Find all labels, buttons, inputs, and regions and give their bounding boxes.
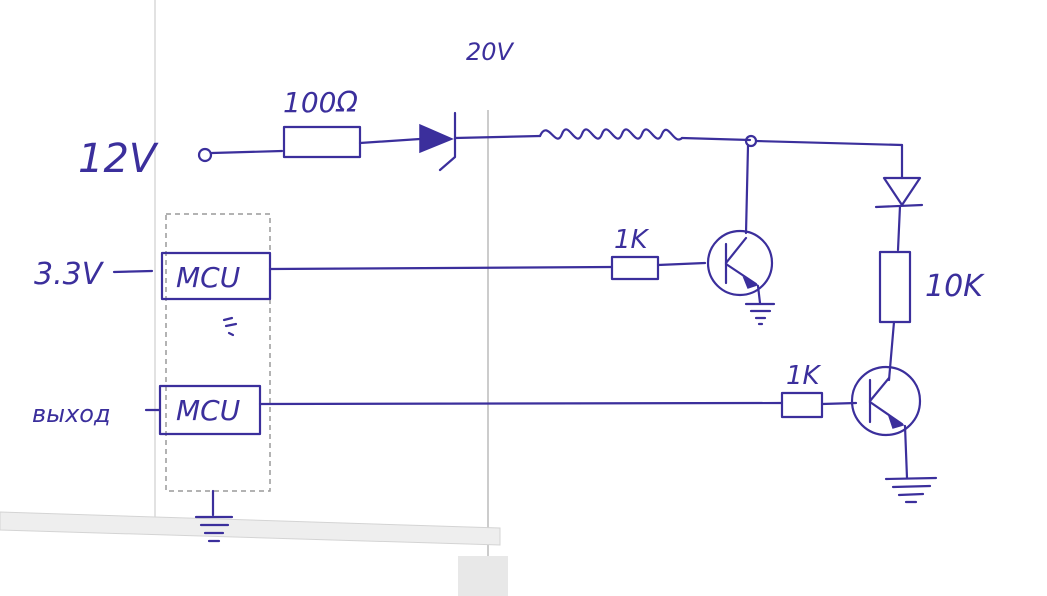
wire-r1k-to-q2-base [820, 401, 858, 406]
transistor-q2-circle [850, 365, 922, 437]
transistor-q1-emitter [724, 262, 758, 286]
transistor-q1-collector [724, 236, 748, 265]
mcu-bottom-label: MCU [176, 394, 240, 427]
ground-mcu-symbol [194, 515, 234, 543]
transistor-q1-circle [706, 229, 774, 297]
resistor-10k-body [878, 250, 912, 324]
right-diode-triangle [882, 176, 922, 207]
wire-12v-to-r100 [210, 149, 284, 155]
coil-inductor [538, 128, 684, 141]
wire-r1k-to-q1-base [656, 261, 707, 267]
resistor-100-body [282, 125, 362, 159]
wire-junction-to-diode [754, 139, 904, 147]
wire-coil-to-junction [680, 136, 752, 142]
wire-mcu-bottom-to-r1k [258, 401, 784, 406]
paper-edge-strip [0, 511, 501, 546]
supply-12v-label: 12V [78, 136, 159, 182]
wire-r10k-to-q2-collector [887, 320, 896, 382]
wire-q2-to-ground [903, 424, 909, 480]
wire-diode-to-r10k [896, 204, 902, 252]
mcu-top-label: MCU [176, 261, 240, 294]
supply-3v3-label: 3.3V [34, 257, 105, 292]
transistor-q1-arrow [742, 276, 759, 289]
mcu-dashed-enclosure [165, 213, 271, 492]
wire-r100-to-zener [358, 137, 422, 145]
resistor-10k-label: 10K [925, 269, 985, 304]
wire-3v3-to-mcu [112, 269, 154, 274]
transistor-q2-arrow [887, 414, 905, 429]
resistor-1k-bottom-label: 1K [786, 361, 822, 391]
wire-junction-to-q1-collector [744, 144, 750, 235]
resistor-1k-bottom-body [780, 391, 824, 419]
paper-artifacts [0, 0, 508, 596]
wire-q1-to-ground [756, 284, 762, 305]
zener-diode-bar [438, 111, 457, 172]
resistor-100-label: 100Ω [283, 86, 358, 119]
ground-q2-symbol [884, 476, 938, 504]
wire-zener-to-coil [453, 134, 542, 140]
zener-voltage-label: 20V [466, 38, 515, 66]
transistor-q2-collector [868, 376, 891, 403]
resistor-1k-top-label: 1K [614, 225, 650, 255]
supply-12v-terminal [197, 147, 213, 163]
zener-diode-triangle [419, 123, 454, 154]
bottom-input-label: выход [32, 400, 111, 428]
mcu-top-box [160, 251, 272, 301]
ground-mark-small [222, 316, 238, 337]
paper-corner [458, 556, 508, 596]
ground-q1-symbol [744, 302, 776, 326]
mcu-bottom-box [158, 384, 262, 436]
resistor-1k-top-body [610, 255, 660, 281]
wire-mcu-top-to-r1k [268, 265, 614, 271]
